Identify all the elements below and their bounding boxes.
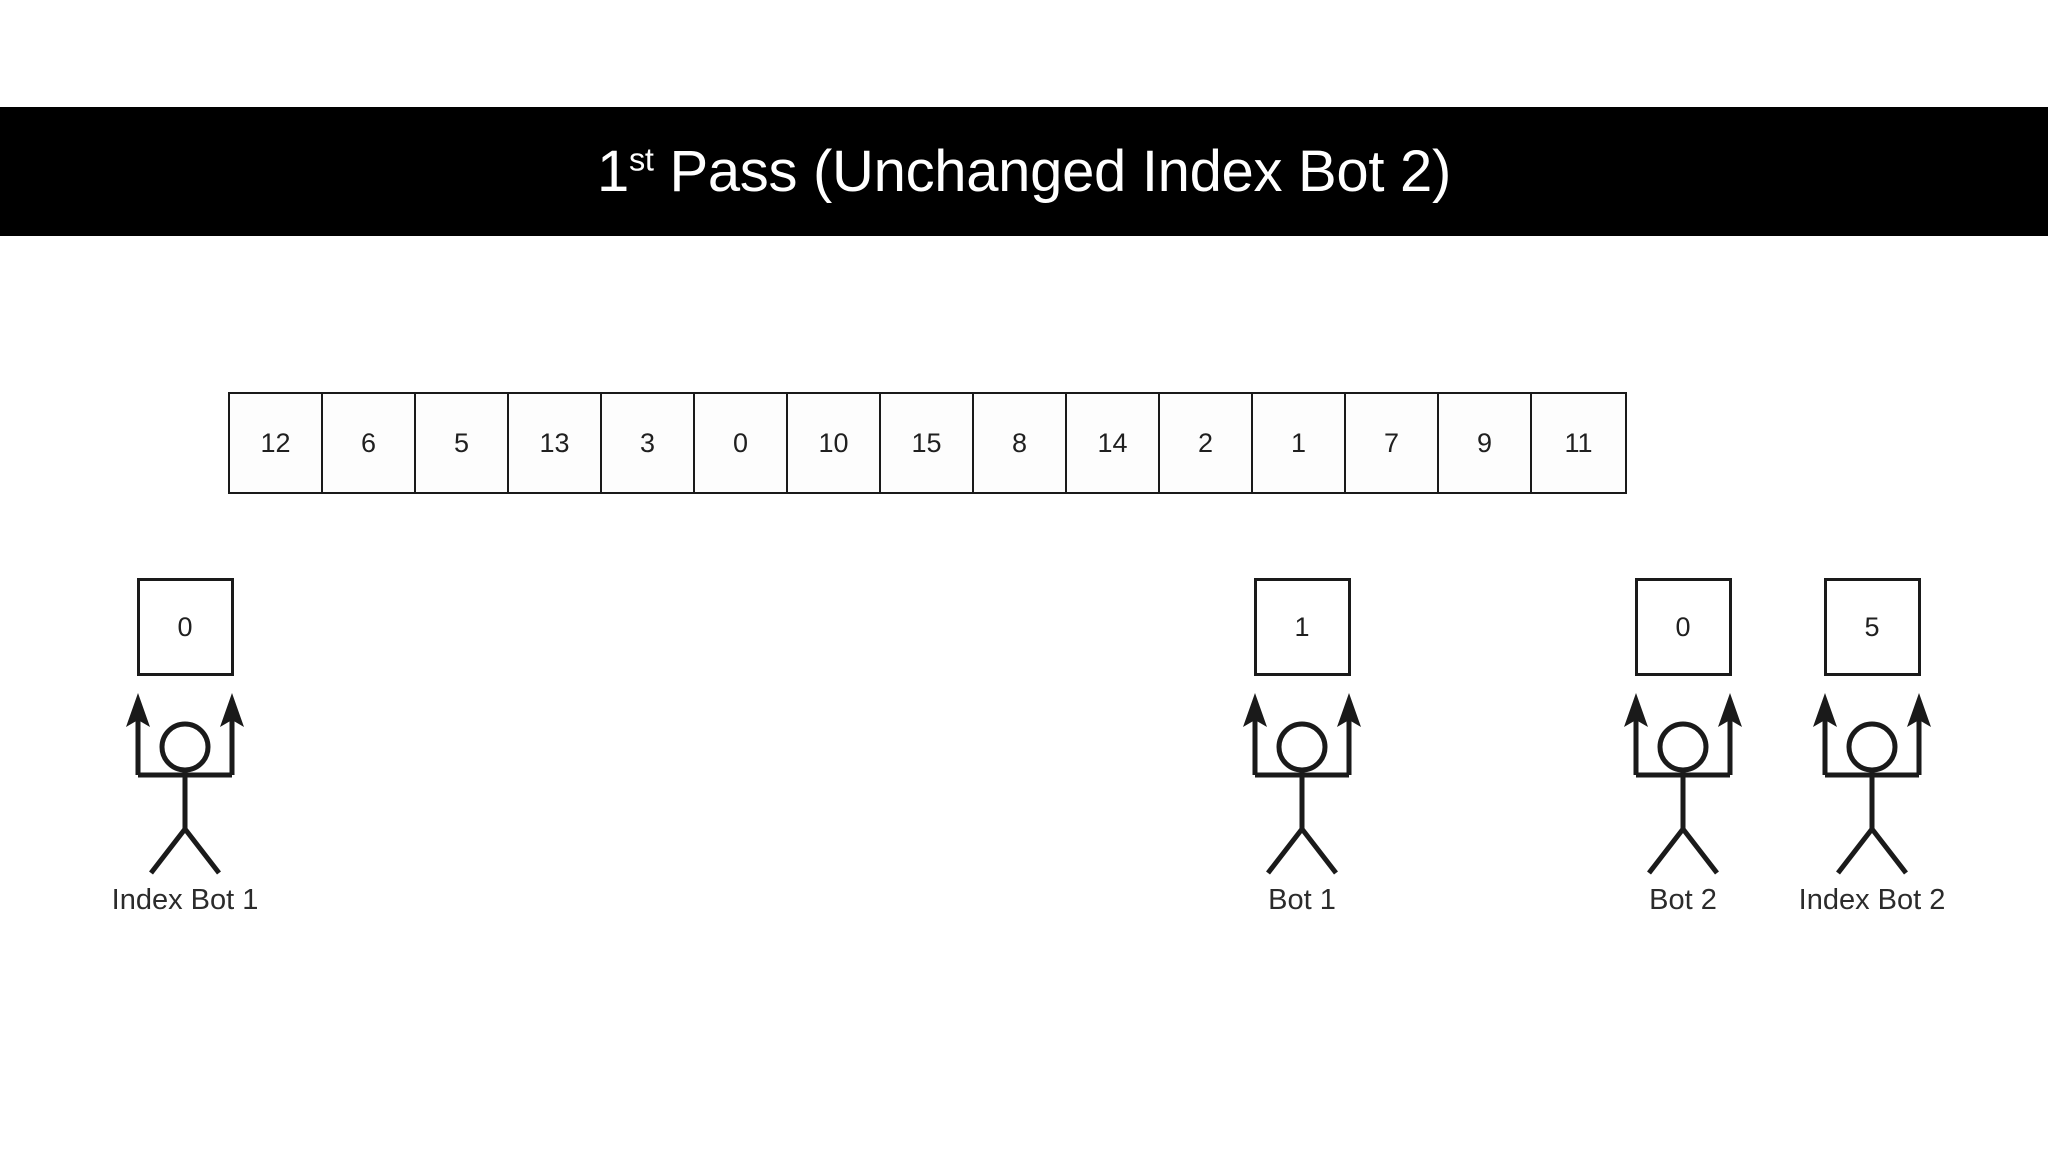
stick-figure bbox=[1243, 693, 1361, 875]
bot-index-bot-2: 5 Index Bot 2 bbox=[1772, 578, 1972, 917]
array-cell: 7 bbox=[1346, 394, 1439, 492]
stick-figure bbox=[126, 693, 244, 875]
title-rest: Pass (Unchanged Index Bot 2) bbox=[653, 138, 1451, 204]
array-cell: 12 bbox=[230, 394, 323, 492]
array-cell: 2 bbox=[1160, 394, 1253, 492]
array-cell: 11 bbox=[1532, 394, 1625, 492]
bot-bot-1: 1 Bot 1 bbox=[1202, 578, 1402, 917]
bot-label: Index Bot 2 bbox=[1798, 884, 1946, 916]
array-cell: 5 bbox=[416, 394, 509, 492]
title-ordinal-number: 1 bbox=[597, 138, 629, 204]
array-cell: 0 bbox=[695, 394, 788, 492]
array-cell: 8 bbox=[974, 394, 1067, 492]
page-title: 1st Pass (Unchanged Index Bot 2) bbox=[597, 141, 1451, 201]
array-cell: 9 bbox=[1439, 394, 1532, 492]
bot-value-box: 0 bbox=[136, 578, 234, 676]
array-cell: 3 bbox=[602, 394, 695, 492]
bot-value-box: 0 bbox=[1634, 578, 1732, 676]
bot-label: Bot 1 bbox=[1268, 884, 1336, 916]
array-cell: 1 bbox=[1253, 394, 1346, 492]
array-cell: 6 bbox=[323, 394, 416, 492]
bot-label: Bot 2 bbox=[1649, 884, 1717, 916]
title-ordinal-suffix: st bbox=[628, 141, 654, 178]
title-banner: 1st Pass (Unchanged Index Bot 2) bbox=[0, 107, 2048, 236]
array-cell: 15 bbox=[881, 394, 974, 492]
stick-figure bbox=[1624, 693, 1742, 875]
stick-figure bbox=[1813, 693, 1931, 875]
bot-bot-2: 0 Bot 2 bbox=[1583, 578, 1783, 917]
array-cell: 10 bbox=[788, 394, 881, 492]
bot-index-bot-1: 0 Index Bot 1 bbox=[85, 578, 285, 917]
bot-label: Index Bot 1 bbox=[111, 884, 259, 916]
bot-value-box: 5 bbox=[1823, 578, 1921, 676]
bot-value-box: 1 bbox=[1253, 578, 1351, 676]
array-cell: 14 bbox=[1067, 394, 1160, 492]
array-cell: 13 bbox=[509, 394, 602, 492]
